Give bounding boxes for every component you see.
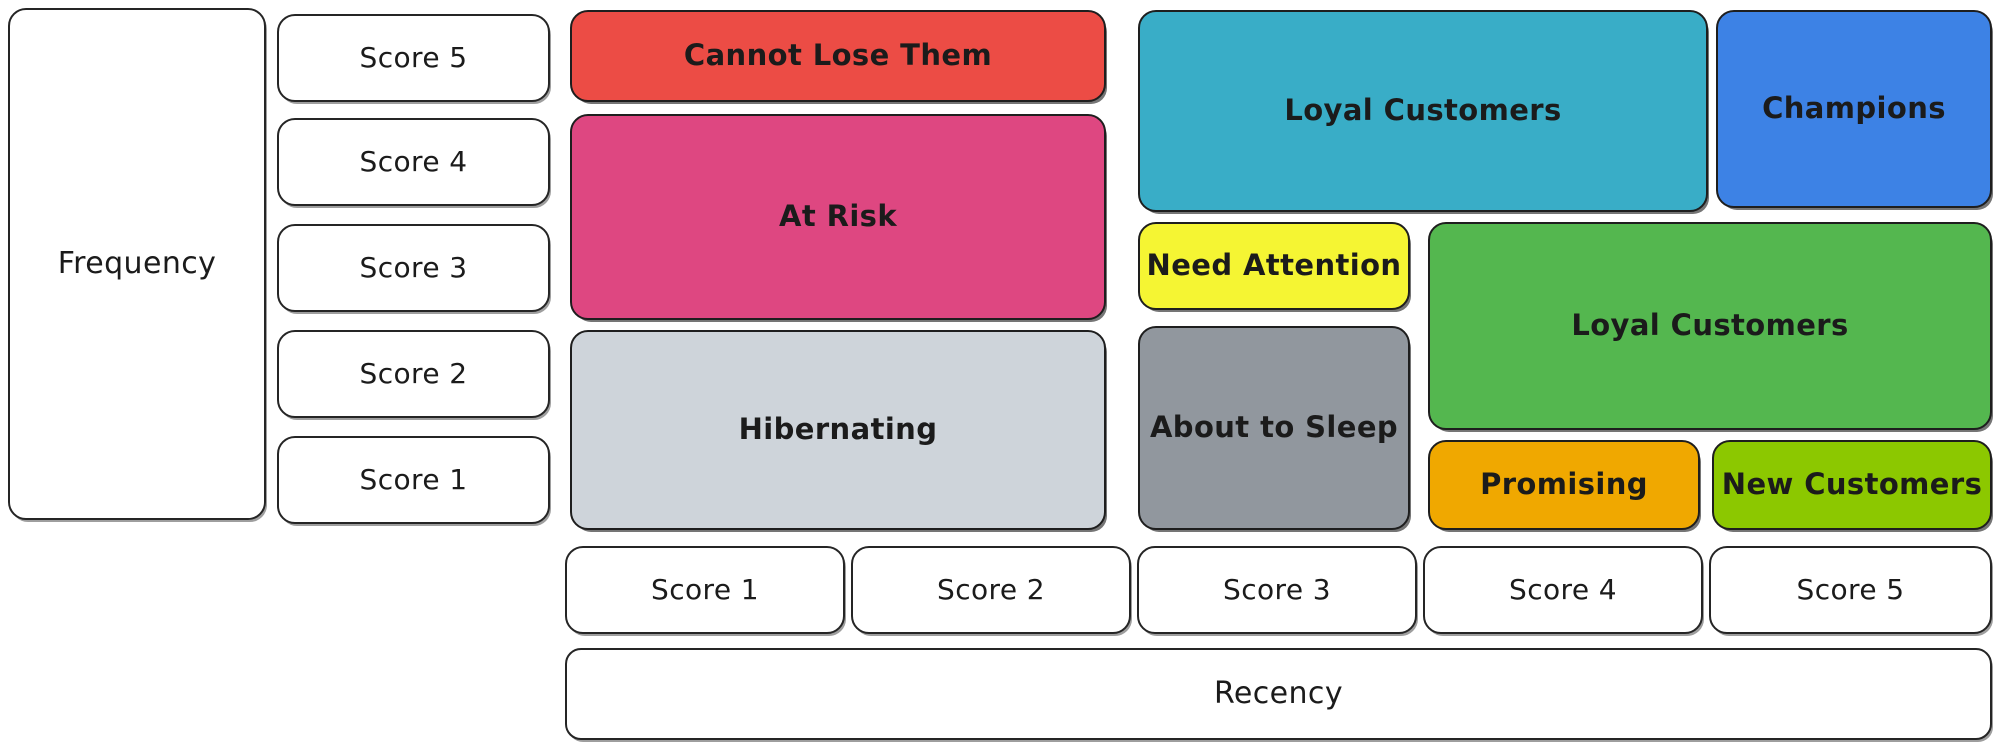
frequency-score-1[interactable]: Score 1: [277, 436, 550, 524]
frequency-score-2-label: Score 2: [359, 356, 468, 390]
segment-promising[interactable]: Promising: [1428, 440, 1700, 530]
frequency-axis-label: Frequency: [8, 8, 266, 520]
recency-score-1-label: Score 1: [651, 572, 759, 606]
recency-score-2[interactable]: Score 2: [851, 546, 1131, 634]
frequency-score-3-label: Score 3: [359, 250, 468, 284]
frequency-score-5[interactable]: Score 5: [277, 14, 550, 102]
frequency-score-3[interactable]: Score 3: [277, 224, 550, 312]
segment-new-customers-label: New Customers: [1721, 467, 1983, 502]
segment-promising-label: Promising: [1480, 467, 1648, 502]
frequency-score-5-label: Score 5: [359, 40, 468, 74]
segment-cannot-lose-them[interactable]: Cannot Lose Them: [570, 10, 1106, 102]
frequency-score-1-label: Score 1: [359, 462, 468, 496]
frequency-score-2[interactable]: Score 2: [277, 330, 550, 418]
segment-need-attention-label: Need Attention: [1146, 248, 1402, 283]
recency-axis-label: Recency: [565, 648, 1992, 740]
recency-score-4[interactable]: Score 4: [1423, 546, 1703, 634]
segment-need-attention[interactable]: Need Attention: [1138, 222, 1410, 310]
segment-loyal-customers-green[interactable]: Loyal Customers: [1428, 222, 1992, 430]
recency-score-2-label: Score 2: [937, 572, 1045, 606]
segment-loyal-customers-teal[interactable]: Loyal Customers: [1138, 10, 1708, 212]
recency-score-3[interactable]: Score 3: [1137, 546, 1417, 634]
recency-score-4-label: Score 4: [1509, 572, 1617, 606]
recency-score-5-label: Score 5: [1796, 572, 1905, 606]
segment-new-customers[interactable]: New Customers: [1712, 440, 1992, 530]
segment-at-risk-label: At Risk: [778, 199, 898, 234]
segment-hibernating[interactable]: Hibernating: [570, 330, 1106, 530]
frequency-score-4[interactable]: Score 4: [277, 118, 550, 206]
segment-about-to-sleep-label: About to Sleep: [1149, 410, 1399, 445]
recency-score-1[interactable]: Score 1: [565, 546, 845, 634]
segment-loyal-customers-green-label: Loyal Customers: [1571, 308, 1849, 343]
recency-score-3-label: Score 3: [1223, 572, 1331, 606]
recency-score-5[interactable]: Score 5: [1709, 546, 1992, 634]
segment-champions-label: Champions: [1762, 91, 1946, 126]
segment-hibernating-label: Hibernating: [738, 412, 938, 447]
segment-cannot-lose-them-label: Cannot Lose Them: [683, 38, 993, 73]
segment-about-to-sleep[interactable]: About to Sleep: [1138, 326, 1410, 530]
segment-at-risk[interactable]: At Risk: [570, 114, 1106, 320]
recency-axis-label-text: Recency: [1214, 675, 1343, 711]
frequency-axis-label-text: Frequency: [57, 245, 217, 281]
segment-champions[interactable]: Champions: [1716, 10, 1992, 208]
segment-loyal-customers-teal-label: Loyal Customers: [1284, 93, 1562, 128]
frequency-score-4-label: Score 4: [359, 144, 468, 178]
